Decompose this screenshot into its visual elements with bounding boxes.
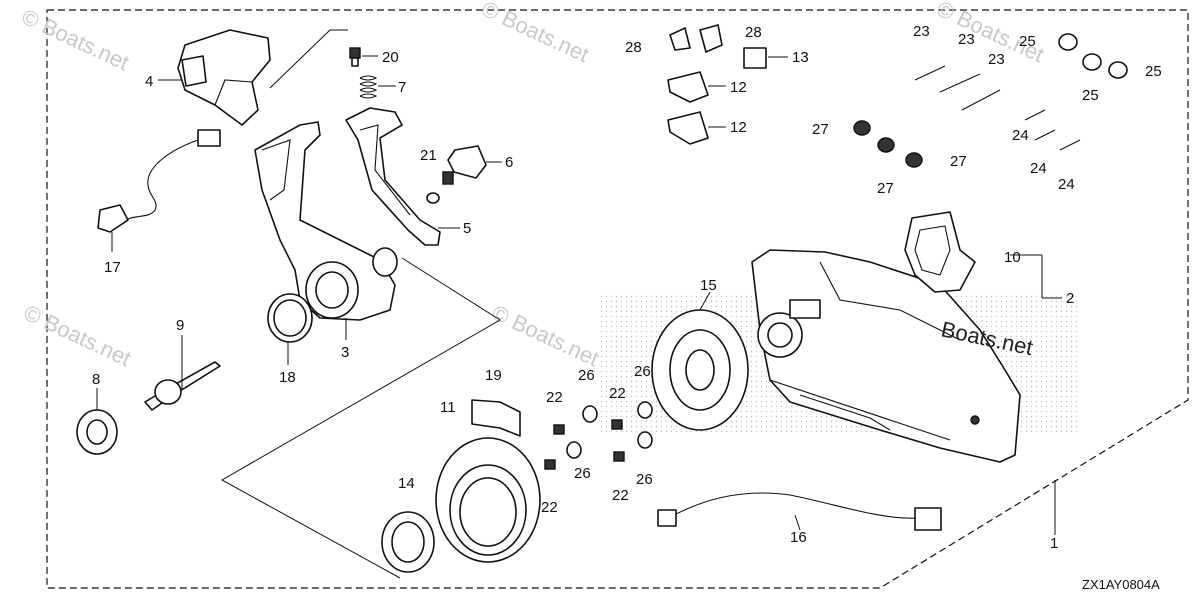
label-8: 8 (92, 371, 100, 388)
label-3: 3 (341, 344, 349, 361)
label-26b: 26 (634, 363, 651, 380)
label-26c: 26 (574, 465, 591, 482)
strip-19 (471, 399, 521, 437)
shift-lever (345, 107, 441, 246)
label-12a: 12 (730, 79, 747, 96)
hardware-23-24-25-27 (853, 33, 1128, 168)
label-22d: 22 (541, 499, 558, 516)
bearing-14 (381, 511, 435, 573)
throttle-lever-arm (254, 121, 398, 321)
label-10: 10 (1004, 249, 1021, 266)
bolt-21 (426, 171, 454, 204)
label-27a: 27 (812, 121, 829, 138)
label-22b: 22 (609, 385, 626, 402)
label-28b: 28 (745, 24, 762, 41)
label-9: 9 (176, 317, 184, 334)
latch-plate (447, 145, 487, 179)
label-5: 5 (463, 220, 471, 237)
label-25c: 25 (1145, 63, 1162, 80)
label-15: 15 (700, 277, 717, 294)
label-24b: 24 (1030, 160, 1047, 177)
screw-20 (349, 47, 361, 67)
label-20: 20 (382, 49, 399, 66)
label-24a: 24 (1012, 127, 1029, 144)
label-24c: 24 (1058, 176, 1075, 193)
label-2: 2 (1066, 290, 1074, 307)
label-22a: 22 (546, 389, 563, 406)
label-28a: 28 (625, 39, 642, 56)
diagram-code: ZX1AY0804A (1082, 577, 1160, 592)
label-26d: 26 (636, 471, 653, 488)
label-11: 11 (440, 399, 456, 416)
cap-8 (76, 409, 118, 455)
o-ring-18 (267, 293, 313, 343)
label-4: 4 (145, 73, 153, 90)
label-18: 18 (279, 369, 296, 386)
label-27b: 27 (877, 180, 894, 197)
label-6: 6 (505, 154, 513, 171)
label-1: 1 (1050, 535, 1058, 552)
screws-22-26 (544, 401, 653, 470)
label-19: 19 (485, 367, 502, 384)
handle-grip (177, 29, 271, 126)
label-14: 14 (398, 475, 415, 492)
diagram-border (46, 9, 1189, 589)
label-25a: 25 (1019, 33, 1036, 50)
label-26a: 26 (578, 367, 595, 384)
inset-outline (220, 257, 501, 579)
watermark-5: © Boats.net (488, 300, 603, 371)
label-25b: 25 (1082, 87, 1099, 104)
label-23b: 23 (958, 31, 975, 48)
label-16: 16 (790, 529, 807, 546)
switch-wire-17 (97, 129, 221, 233)
label-12b: 12 (730, 119, 747, 136)
label-27c: 27 (950, 153, 967, 170)
leader-lines (96, 29, 1062, 535)
part-labels: 4 20 7 21 6 5 17 9 8 18 3 19 11 14 15 26… (92, 23, 1162, 552)
label-13: 13 (792, 49, 809, 66)
label-22c: 22 (612, 487, 629, 504)
watermark-4: © Boats.net (20, 300, 135, 371)
wire-harness-16 (657, 492, 942, 531)
rubber-pad (904, 211, 976, 293)
label-17: 17 (104, 259, 121, 276)
engine-cover-housing (751, 249, 1021, 463)
label-23a: 23 (913, 23, 930, 40)
flywheel-15 (651, 309, 749, 431)
spring (359, 75, 378, 99)
label-7: 7 (398, 79, 406, 96)
watermark-1: © Boats.net (18, 4, 133, 75)
pulley-11 (435, 437, 541, 563)
label-23c: 23 (988, 51, 1005, 68)
hardware-28-13-12 (667, 24, 767, 145)
label-21: 21 (420, 147, 437, 164)
